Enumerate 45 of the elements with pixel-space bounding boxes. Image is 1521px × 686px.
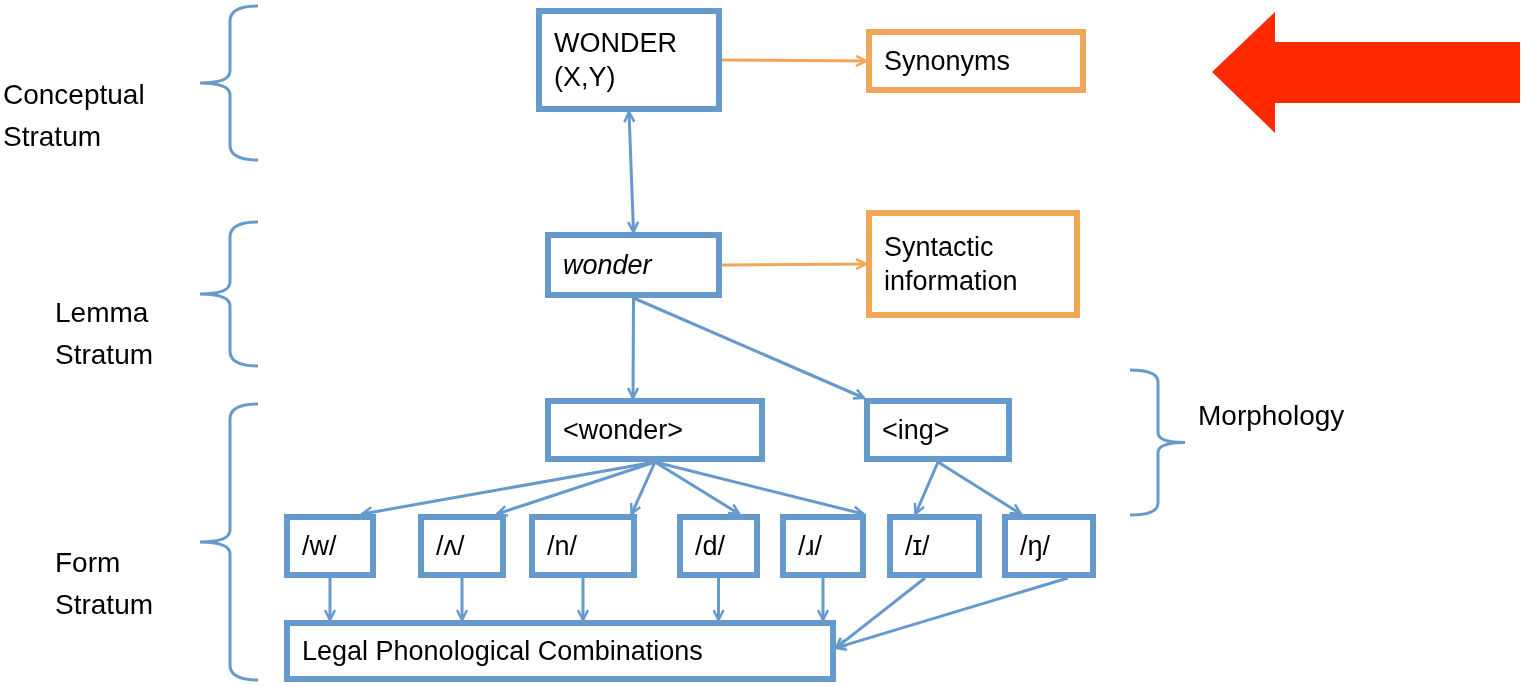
stratum-label: Morphology <box>1198 399 1346 433</box>
node-box <box>545 232 722 298</box>
node-box <box>1002 514 1096 578</box>
arrow <box>722 54 868 68</box>
node-box <box>864 398 1012 462</box>
node-label: /w/ <box>302 530 338 563</box>
node-label: wonder <box>563 249 654 282</box>
arrow <box>455 578 469 622</box>
node-box <box>529 514 637 578</box>
node-box <box>866 210 1080 318</box>
node-label: /ɹ/ <box>798 530 823 563</box>
stratum-label: Conceptual Stratum <box>3 78 146 154</box>
node-label: /n/ <box>547 530 579 563</box>
arrow <box>712 578 725 622</box>
node-box <box>780 514 866 578</box>
node-label: /ŋ/ <box>1020 530 1052 563</box>
arrow <box>576 578 590 622</box>
arrow <box>816 578 830 622</box>
arrow <box>937 460 1023 516</box>
arrow <box>629 461 657 516</box>
arrow <box>913 461 940 516</box>
node-box <box>545 398 765 462</box>
node-box <box>866 29 1086 93</box>
arrow <box>323 578 337 622</box>
node-label: /ɪ/ <box>905 530 931 563</box>
node-box <box>677 514 760 578</box>
node-box <box>887 514 982 578</box>
node-label: WONDER (X,Y) <box>554 27 678 94</box>
node-label: Syntactic information <box>884 231 1019 298</box>
node-box <box>284 514 376 578</box>
stratum-label: Form Stratum <box>55 546 155 622</box>
node-label: <ing> <box>882 414 951 447</box>
node-label: /d/ <box>695 530 727 563</box>
arrow <box>632 296 866 400</box>
node-box <box>284 620 836 682</box>
stratum-label: Lemma Stratum <box>55 296 155 372</box>
node-label: Legal Phonological Combinations <box>302 635 704 668</box>
node-box <box>418 514 506 578</box>
arrow <box>626 298 640 400</box>
node-label: /ʌ/ <box>436 530 466 563</box>
node-label: <wonder> <box>563 414 685 447</box>
arrow <box>623 110 640 234</box>
node-label: Synonyms <box>884 45 1012 78</box>
node-box <box>536 8 722 112</box>
arrow <box>722 257 868 271</box>
